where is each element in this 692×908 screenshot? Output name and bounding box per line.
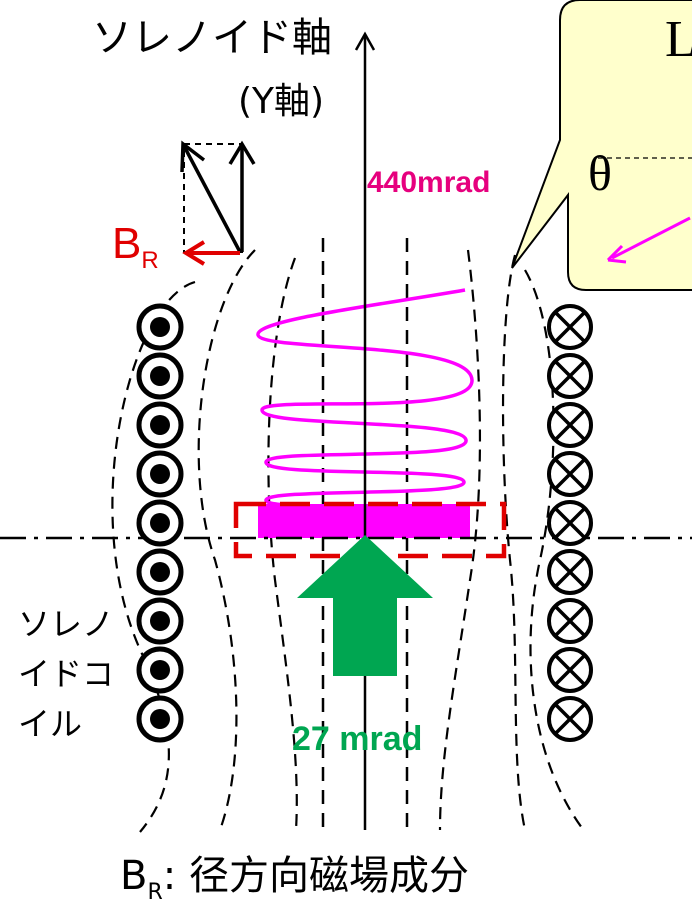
coil-cross-icon (547, 304, 593, 350)
axis-subtitle: (Y軸) (238, 81, 325, 122)
spiral-trajectory (256, 288, 474, 514)
callout-bubble (511, 0, 692, 291)
caption: BR: 径方向磁場成分 (120, 856, 469, 904)
coil-dot-icon (136, 548, 184, 596)
callout-magenta-arrow (611, 216, 691, 260)
coil-cross-icon (547, 549, 593, 595)
coil-label-line-3: イル (18, 705, 83, 743)
coil-dot-icon (136, 352, 184, 400)
callout-theta: θ (588, 145, 612, 201)
coil-cross-icon (547, 598, 593, 644)
field-line-right-inner (438, 249, 482, 831)
coil-dot-icon (136, 450, 184, 498)
coil-cross-icon (547, 647, 593, 693)
vector-diagonal (182, 145, 242, 253)
coil-dot-icon (136, 499, 184, 547)
br-subscript: R (141, 247, 159, 274)
coil-dot-icon (136, 597, 184, 645)
coil-column-left (136, 303, 184, 743)
vector-vertical-head (228, 140, 256, 165)
vector-diagonal-head (180, 140, 206, 173)
coil-dot-icon (136, 646, 184, 694)
callout-magenta-arrowhead (606, 244, 627, 264)
coil-cross-icon (547, 451, 593, 497)
coil-label-line-2: イドコ (18, 655, 115, 693)
coil-cross-icon (547, 353, 593, 399)
coil-dot-icon (136, 695, 184, 743)
mrad-lower-label: 27 mrad (292, 720, 423, 758)
coil-column-right (547, 304, 593, 742)
coil-cross-icon (547, 500, 593, 546)
mrad-upper-label: 440mrad (367, 166, 491, 199)
arrow-left-icon (182, 240, 206, 266)
field-line-right-middle (501, 254, 527, 831)
coil-cross-icon (547, 402, 593, 448)
field-line-right-outer (524, 269, 586, 833)
br-label: BR (112, 222, 159, 273)
green-arrow (297, 535, 433, 676)
coil-label-line-1: ソレノ (18, 605, 115, 643)
arrow-up-icon (354, 31, 376, 51)
coil-cross-icon (547, 696, 593, 742)
callout-letter: L (665, 11, 692, 68)
coil-dot-icon (136, 401, 184, 449)
axis-title: ソレノイド軸 (92, 15, 332, 61)
caption-symbol: B (120, 853, 148, 899)
coil-dot-icon (136, 303, 184, 351)
caption-subscript: R (147, 880, 163, 905)
br-symbol: B (112, 219, 142, 268)
field-line-left-middle (197, 249, 256, 831)
caption-text: : 径方向磁場成分 (162, 853, 469, 899)
